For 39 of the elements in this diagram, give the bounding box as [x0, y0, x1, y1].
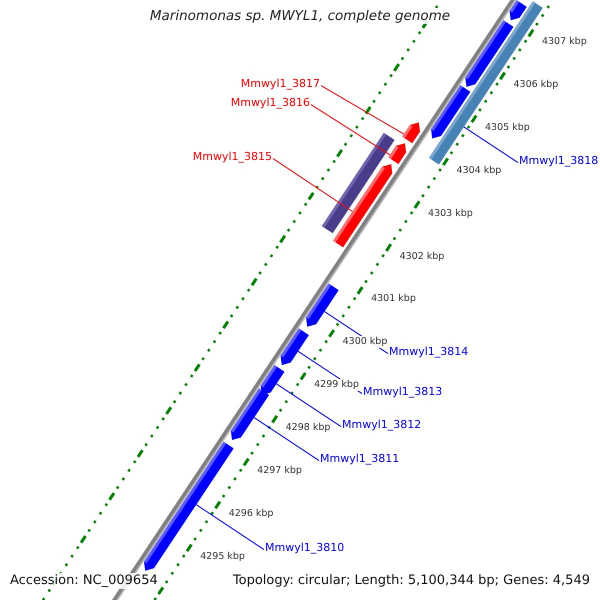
gene-label: Mmwyl1_3817 — [240, 77, 320, 90]
leader-line — [272, 158, 353, 212]
gene-label: Mmwyl1_3811 — [320, 452, 400, 466]
scale-label: 4303 kbp — [427, 208, 474, 220]
scale-label: 4299 kbp — [313, 379, 360, 391]
gene-feature — [431, 85, 470, 138]
scale-label: 4301 kbp — [370, 293, 417, 305]
scale-label: 4305 kbp — [484, 122, 531, 134]
gene-label: Mmwyl1_3813 — [363, 385, 442, 398]
scale-label: 4307 kbp — [540, 36, 588, 48]
scale-label: 4302 kbp — [398, 250, 446, 262]
scale-label: 4295 kbp — [199, 550, 246, 562]
gene-label: Mmwyl1_3818 — [519, 154, 598, 168]
leader-line — [254, 417, 320, 462]
leader-line — [463, 126, 518, 164]
scale-label: 4298 kbp — [284, 422, 332, 434]
leader-line — [310, 104, 391, 156]
gene-label: Mmwyl1_3814 — [389, 345, 468, 358]
gene-label: Mmwyl1_3812 — [342, 418, 422, 432]
scale-label: 4300 kbp — [342, 336, 388, 348]
scale-label: 4296 kbp — [228, 508, 274, 520]
gene-feature — [388, 143, 406, 164]
scale-label: 4297 kbp — [256, 465, 303, 476]
gene-label: Mmwyl1_3815 — [192, 150, 272, 164]
summary-text: Topology: circular; Length: 5,100,344 bp; Genes: 4,549 — [230, 573, 592, 589]
gene-feature — [260, 365, 284, 396]
leader-line — [196, 504, 264, 550]
gene-label: Mmwyl1_3810 — [265, 541, 344, 554]
gene-feature — [306, 284, 339, 327]
gene-feature — [230, 388, 270, 440]
gene-feature — [333, 164, 392, 248]
gene-feature — [402, 122, 420, 144]
accession-text: Accession: NC_009654 — [8, 573, 160, 589]
leader-line — [320, 85, 404, 135]
gene-feature — [280, 328, 309, 366]
scale-label: 4306 kbp — [512, 78, 560, 90]
leader-line — [276, 383, 342, 428]
gene-label: Mmwyl1_3816 — [230, 96, 310, 110]
scale-label: 4304 kbp — [456, 164, 502, 176]
